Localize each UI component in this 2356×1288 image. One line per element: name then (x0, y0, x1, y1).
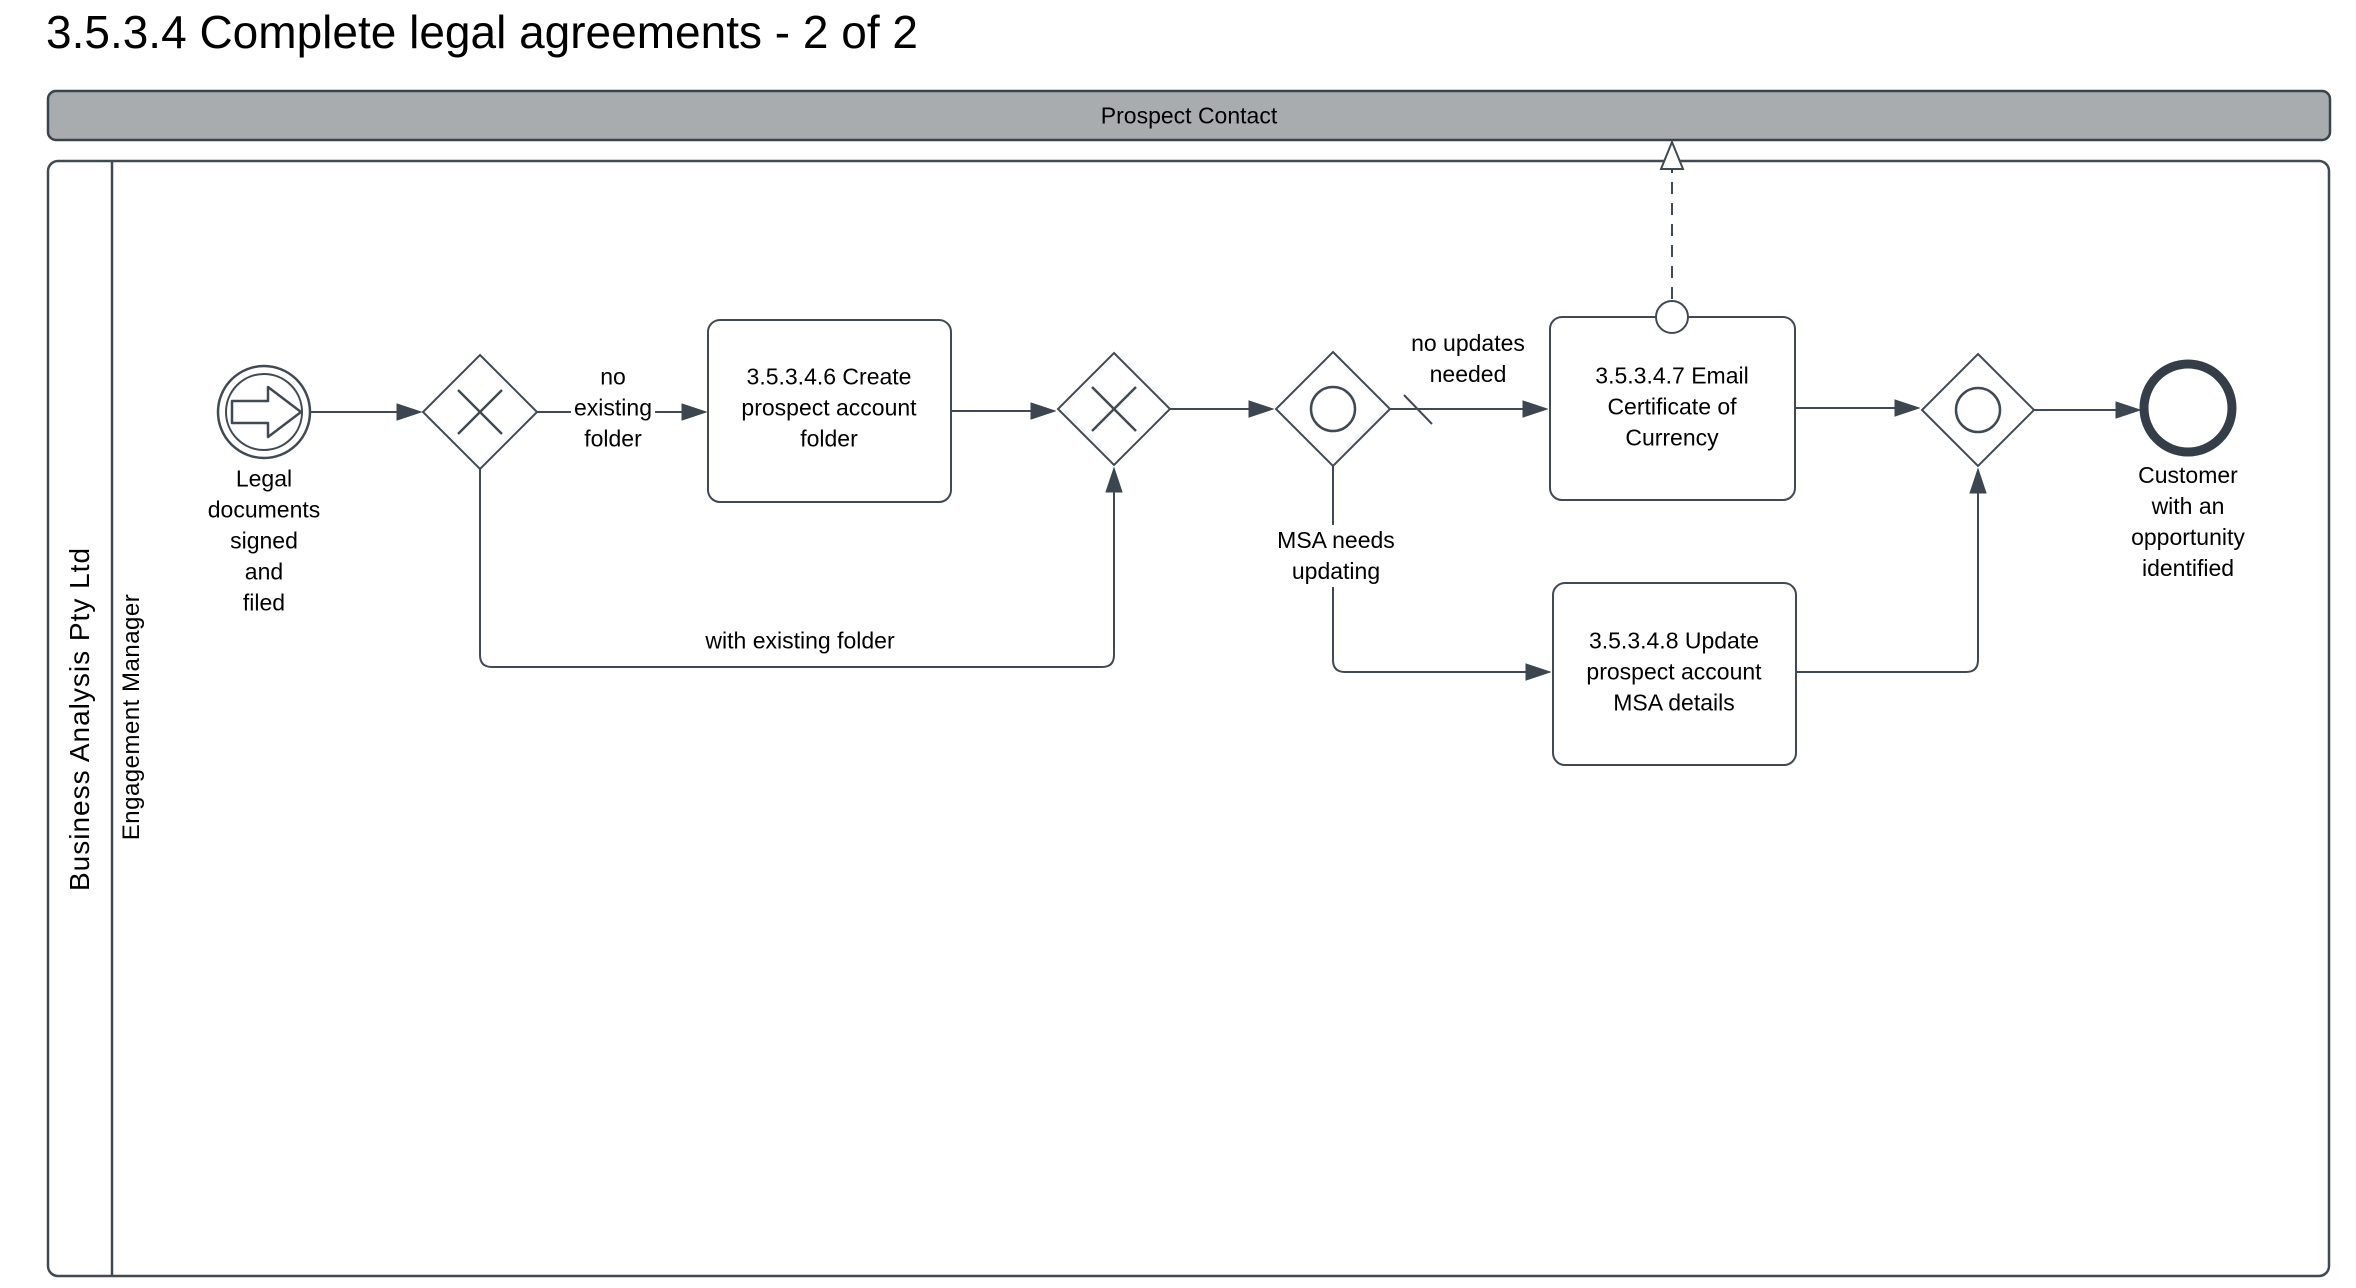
inclusive-circle-icon (1309, 385, 1357, 433)
page-title: 3.5.3.4 Complete legal agreements - 2 of… (46, 6, 918, 58)
link-arrow-icon (230, 385, 303, 439)
collapsed-pool-shape[interactable] (46, 89, 2332, 142)
x-marker-icon (1091, 386, 1137, 432)
start-event[interactable] (216, 364, 312, 460)
gateway-exclusive-split[interactable] (421, 353, 539, 471)
lane-name-label: Engagement Manager (118, 593, 145, 841)
gateway-inclusive-merge[interactable] (1920, 352, 2036, 468)
task-email-certificate-label: 3.5.3.4.7 Email Certificate of Currency (1595, 362, 1749, 451)
task-update-msa-label: 3.5.3.4.8 Update prospect account MSA de… (1586, 627, 1762, 716)
edge-label-with-existing-folder: with existing folder (702, 625, 898, 657)
start-event-label: Legal documents signed and filed (207, 465, 321, 616)
task-create-prospect-folder[interactable] (707, 319, 952, 503)
x-marker-icon (457, 389, 503, 435)
task-email-certificate[interactable] (1549, 300, 1796, 501)
flow-update-msa-to-merge[interactable] (1796, 471, 1978, 673)
end-event-label: Customer with an opportunity identified (2131, 462, 2245, 581)
edge-label-no-existing-folder: no existing folder (571, 361, 655, 455)
message-anchor-icon (1655, 300, 1689, 334)
task-create-folder-label: 3.5.3.4.6 Create prospect account folder (741, 363, 917, 452)
flow-with-existing-folder[interactable] (479, 469, 1114, 668)
gateway-inclusive-split[interactable] (1274, 350, 1392, 468)
pool-business-analysis[interactable] (46, 159, 2331, 1278)
task-update-msa-details[interactable] (1552, 582, 1797, 766)
default-flow-marker (1403, 394, 1433, 425)
message-flow-to-prospect-contact[interactable] (1659, 139, 1685, 299)
collapsed-pool-label: Prospect Contact (1100, 102, 1278, 129)
end-event[interactable] (2139, 359, 2237, 457)
pool-shape[interactable] (46, 159, 2331, 1278)
message-flow-open-arrow-icon (1659, 139, 1685, 170)
pool-name-label: Business Analysis Pty Ltd (64, 546, 95, 892)
inclusive-circle-icon (1954, 386, 2002, 434)
edge-label-msa-needs-updating: MSA needs updating (1274, 525, 1398, 587)
edge-label-no-updates-needed: no updates needed (1408, 328, 1528, 390)
collapsed-pool-prospect-contact[interactable] (46, 89, 2332, 142)
gateway-exclusive-merge[interactable] (1056, 351, 1172, 467)
flow-msa-needs-updating[interactable] (1332, 466, 1548, 672)
